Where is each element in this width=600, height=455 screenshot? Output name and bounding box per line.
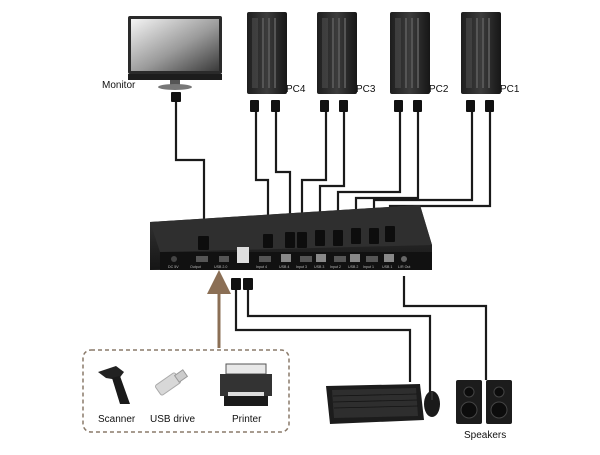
port-label: L/R Out: [398, 265, 410, 269]
port-label: DC 5V: [168, 265, 179, 269]
printer-label: Printer: [232, 414, 262, 425]
port-label: Input 1: [363, 265, 374, 269]
keyboard-icon: [326, 384, 424, 424]
usb-drive-label: USB drive: [150, 414, 196, 425]
port-label: Input 4: [256, 265, 267, 269]
speakers-label: Speakers: [464, 430, 507, 441]
port-label: USB 1: [382, 265, 392, 269]
scanner-icon: [98, 366, 130, 404]
usb-drive-icon: [155, 369, 189, 396]
pc3-label: PC3: [356, 84, 376, 95]
usb-peripherals-box: [82, 349, 290, 433]
port-label: USB 2.0: [214, 265, 227, 269]
port-label: Input 2: [330, 265, 341, 269]
port-label: Input 3: [296, 265, 307, 269]
pc2-tower-icon: [390, 12, 430, 112]
port-label: USB 3: [314, 265, 324, 269]
port-label: USB 2: [348, 265, 358, 269]
pc4-label: PC4: [286, 84, 306, 95]
cables: [174, 98, 492, 396]
pc1-tower-icon: [461, 12, 501, 112]
monitor-label: Monitor: [102, 80, 136, 91]
pc3-tower-icon: [317, 12, 357, 112]
port-label: USB 4: [279, 265, 289, 269]
mouse-icon: [424, 391, 440, 417]
scanner-label: Scanner: [98, 414, 136, 425]
pc1-label: PC1: [500, 84, 520, 95]
port-label: Output: [190, 265, 201, 269]
usb-plugs: [231, 278, 253, 290]
pc4-tower-icon: [247, 12, 287, 112]
kvm-switch-icon: [150, 205, 432, 270]
monitor-icon: [128, 16, 222, 102]
pc2-label: PC2: [429, 84, 449, 95]
switch-port-labels: DC 5V Output USB 2.0 Input 4 USB 4 Input…: [168, 265, 410, 269]
speakers-icon: [456, 380, 512, 424]
printer-icon: [220, 363, 272, 406]
